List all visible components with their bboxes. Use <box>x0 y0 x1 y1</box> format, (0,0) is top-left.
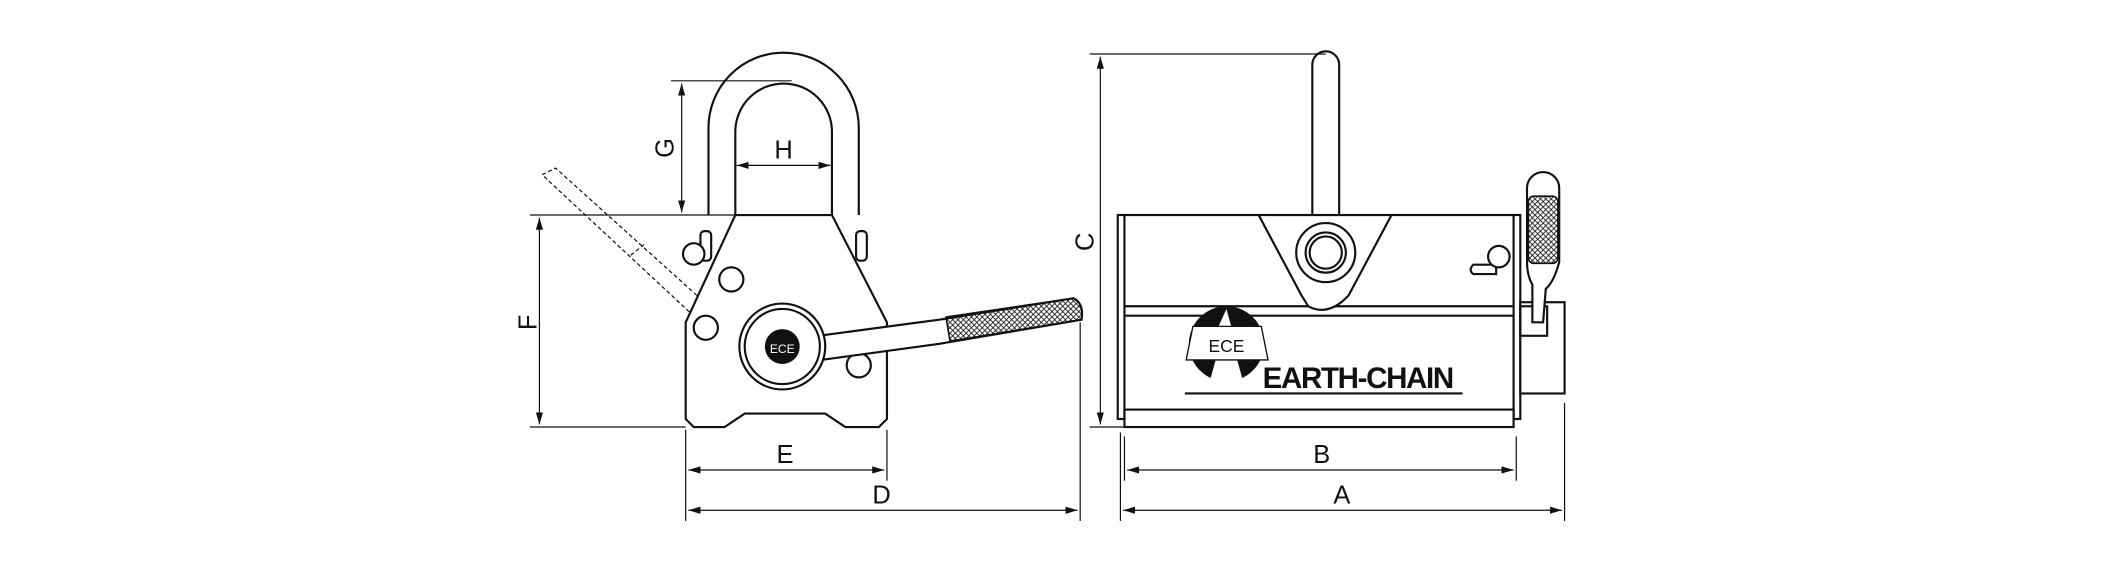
lifting-bar <box>1311 50 1341 233</box>
hub-inner <box>743 307 821 386</box>
handle-grip <box>945 297 1083 343</box>
logo-badge <box>1185 325 1269 361</box>
dimension-label-d: D <box>872 482 890 510</box>
side-view-dimensions: G H F E D <box>515 80 1081 521</box>
logo-text: ECE <box>1209 336 1245 356</box>
dimension-label-e: E <box>776 441 793 469</box>
hole <box>681 242 706 266</box>
dimension-label-c: C <box>1072 233 1100 251</box>
lock-pin-knob <box>1487 244 1511 269</box>
side-view: ECE <box>541 51 1084 429</box>
eye-ring-inner <box>1304 231 1347 274</box>
dimension-label-b: B <box>1313 441 1330 469</box>
lock-pin <box>1469 263 1498 276</box>
dimension-label-a: A <box>1333 482 1350 510</box>
hub-logo-icon <box>764 329 800 364</box>
front-view-dimensions: C B A <box>1072 53 1566 521</box>
hole <box>718 266 745 293</box>
hub-logo-text: ECE <box>770 342 795 356</box>
shackle <box>707 51 860 216</box>
dimension-label-h: H <box>774 137 792 165</box>
logo-star-icon <box>1208 308 1244 385</box>
side-handle-grip <box>1527 195 1559 265</box>
front-base <box>1123 408 1515 429</box>
hole <box>692 314 719 341</box>
front-view: ECE EARTH-CHAIN <box>1116 50 1566 429</box>
dimension-label-f: F <box>515 315 543 331</box>
brand-name: EARTH-CHAIN <box>1263 362 1453 395</box>
dimension-label-g: G <box>652 138 680 158</box>
shackle-nut-right <box>855 230 868 262</box>
